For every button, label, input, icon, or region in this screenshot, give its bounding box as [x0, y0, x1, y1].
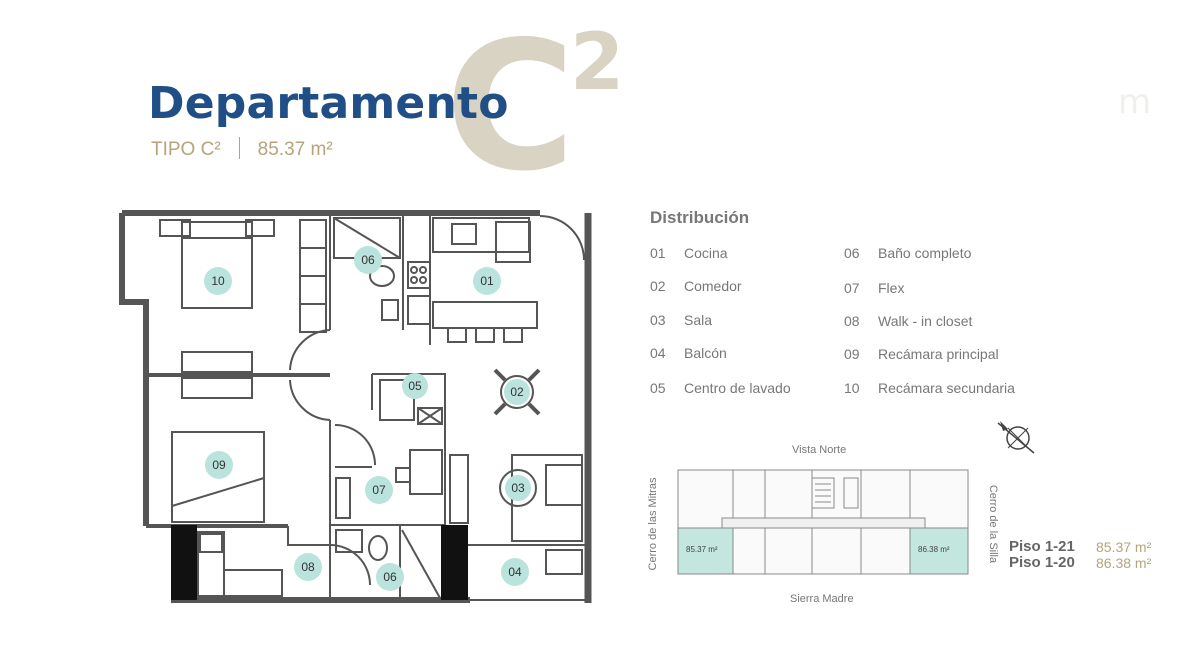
watermark-letter: C: [445, 3, 576, 210]
room-badge-02: 02: [504, 379, 530, 405]
room-badge-07: 07: [365, 476, 393, 504]
watermark-superscript: 2: [570, 18, 625, 108]
unit-type: TIPO C²: [151, 139, 221, 160]
page-title: Departamento: [148, 78, 509, 129]
room-badge-04: 04: [501, 558, 529, 586]
keyplan-north-label: Vista Norte: [792, 444, 847, 456]
svg-text:08: 08: [301, 560, 315, 574]
svg-text:05: 05: [408, 379, 422, 393]
legend-title: Distribución: [650, 208, 750, 227]
floor-area: 85.37 m²: [1096, 539, 1152, 555]
floor-label: Piso 1-21: [1009, 538, 1075, 555]
room-badge-03: 03: [505, 475, 531, 501]
room-badge-06-top: 06: [354, 246, 382, 274]
room-badge-08: 08: [294, 553, 322, 581]
compass-icon: [997, 421, 1035, 454]
room-badge-09: 09: [205, 451, 233, 479]
svg-text:10: 10: [211, 274, 225, 288]
svg-text:09: 09: [212, 458, 226, 472]
keyplan-east-label: Cerro de la Silla: [987, 484, 999, 564]
highlight-unit-left: [677, 527, 734, 575]
floor-area: 86.38 m²: [1096, 555, 1152, 571]
room-badge-01: 01: [473, 267, 501, 295]
unit-area: 85.37 m²: [257, 139, 333, 160]
svg-text:06: 06: [383, 570, 397, 584]
keyplan-left-area: 85.37 m²: [686, 545, 718, 554]
keyplan-right-area: 86.38 m²: [918, 545, 950, 554]
keyplan-west-label: Cerro de las Mitras: [647, 477, 659, 571]
room-badge-06-bottom: 06: [376, 563, 404, 591]
corner-logo-mark: m: [1118, 82, 1152, 122]
svg-text:07: 07: [372, 483, 386, 497]
svg-text:02: 02: [510, 385, 524, 399]
room-badge-05: 05: [402, 373, 428, 399]
svg-text:01: 01: [480, 274, 494, 288]
keyplan-south-label: Sierra Madre: [790, 593, 854, 605]
subtitle-divider: [238, 137, 240, 159]
floor-label: Piso 1-20: [1009, 554, 1075, 571]
svg-text:04: 04: [508, 565, 522, 579]
room-badge-10: 10: [204, 267, 232, 295]
svg-text:06: 06: [361, 253, 375, 267]
unit-subtitle: TIPO C² 85.37 m²: [151, 137, 333, 161]
svg-text:03: 03: [511, 481, 525, 495]
